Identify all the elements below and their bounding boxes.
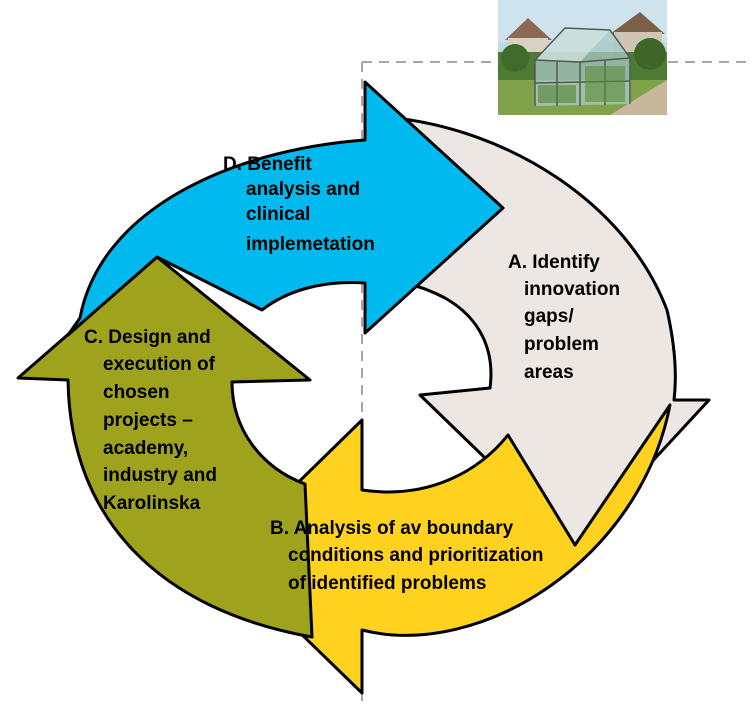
- segment-a-label: A. Identify innovation gaps/ problem are…: [508, 252, 625, 383]
- segment-b-arrow: [220, 403, 672, 695]
- segment-b-label: B. Analysis of av boundary conditions an…: [270, 518, 549, 594]
- segment-d-label-line: D. Benefit: [223, 154, 312, 175]
- segment-c-label-line: projects –: [103, 410, 193, 431]
- segment-b-label-line: of identified problems: [288, 573, 486, 594]
- segment-a-label-line: A. Identify: [508, 252, 600, 273]
- segment-a-label-line: areas: [524, 362, 574, 383]
- segment-d-label-line: clinical: [246, 204, 310, 225]
- segment-c-label-line: C. Design and: [84, 327, 211, 348]
- segment-c-label-line: academy,: [103, 438, 188, 459]
- segment-a-label-line: gaps/: [524, 306, 574, 327]
- segment-c-label-line: execution of: [103, 354, 216, 375]
- segment-d-label-line: analysis and: [246, 179, 360, 200]
- segment-c-label-line: Karolinska: [103, 493, 201, 514]
- segment-d-label-line: implemetation: [246, 234, 375, 255]
- segment-a-label-line: innovation: [524, 279, 620, 300]
- segment-d-arrow: [66, 80, 505, 337]
- greenhouse-photo: [498, 0, 667, 115]
- segment-c-label-line: industry and: [103, 465, 217, 486]
- segment-c-arrow: [16, 255, 314, 639]
- segment-d-label: D. Benefit analysis and clinical impleme…: [223, 154, 375, 255]
- segment-b-label-line: conditions and prioritization: [288, 545, 543, 566]
- segment-b-label-line: B. Analysis of av boundary: [270, 518, 514, 539]
- segment-c-label-line: chosen: [103, 382, 170, 403]
- segment-a-label-line: problem: [524, 334, 599, 355]
- segment-c-label: C. Design and execution of chosen projec…: [84, 327, 222, 514]
